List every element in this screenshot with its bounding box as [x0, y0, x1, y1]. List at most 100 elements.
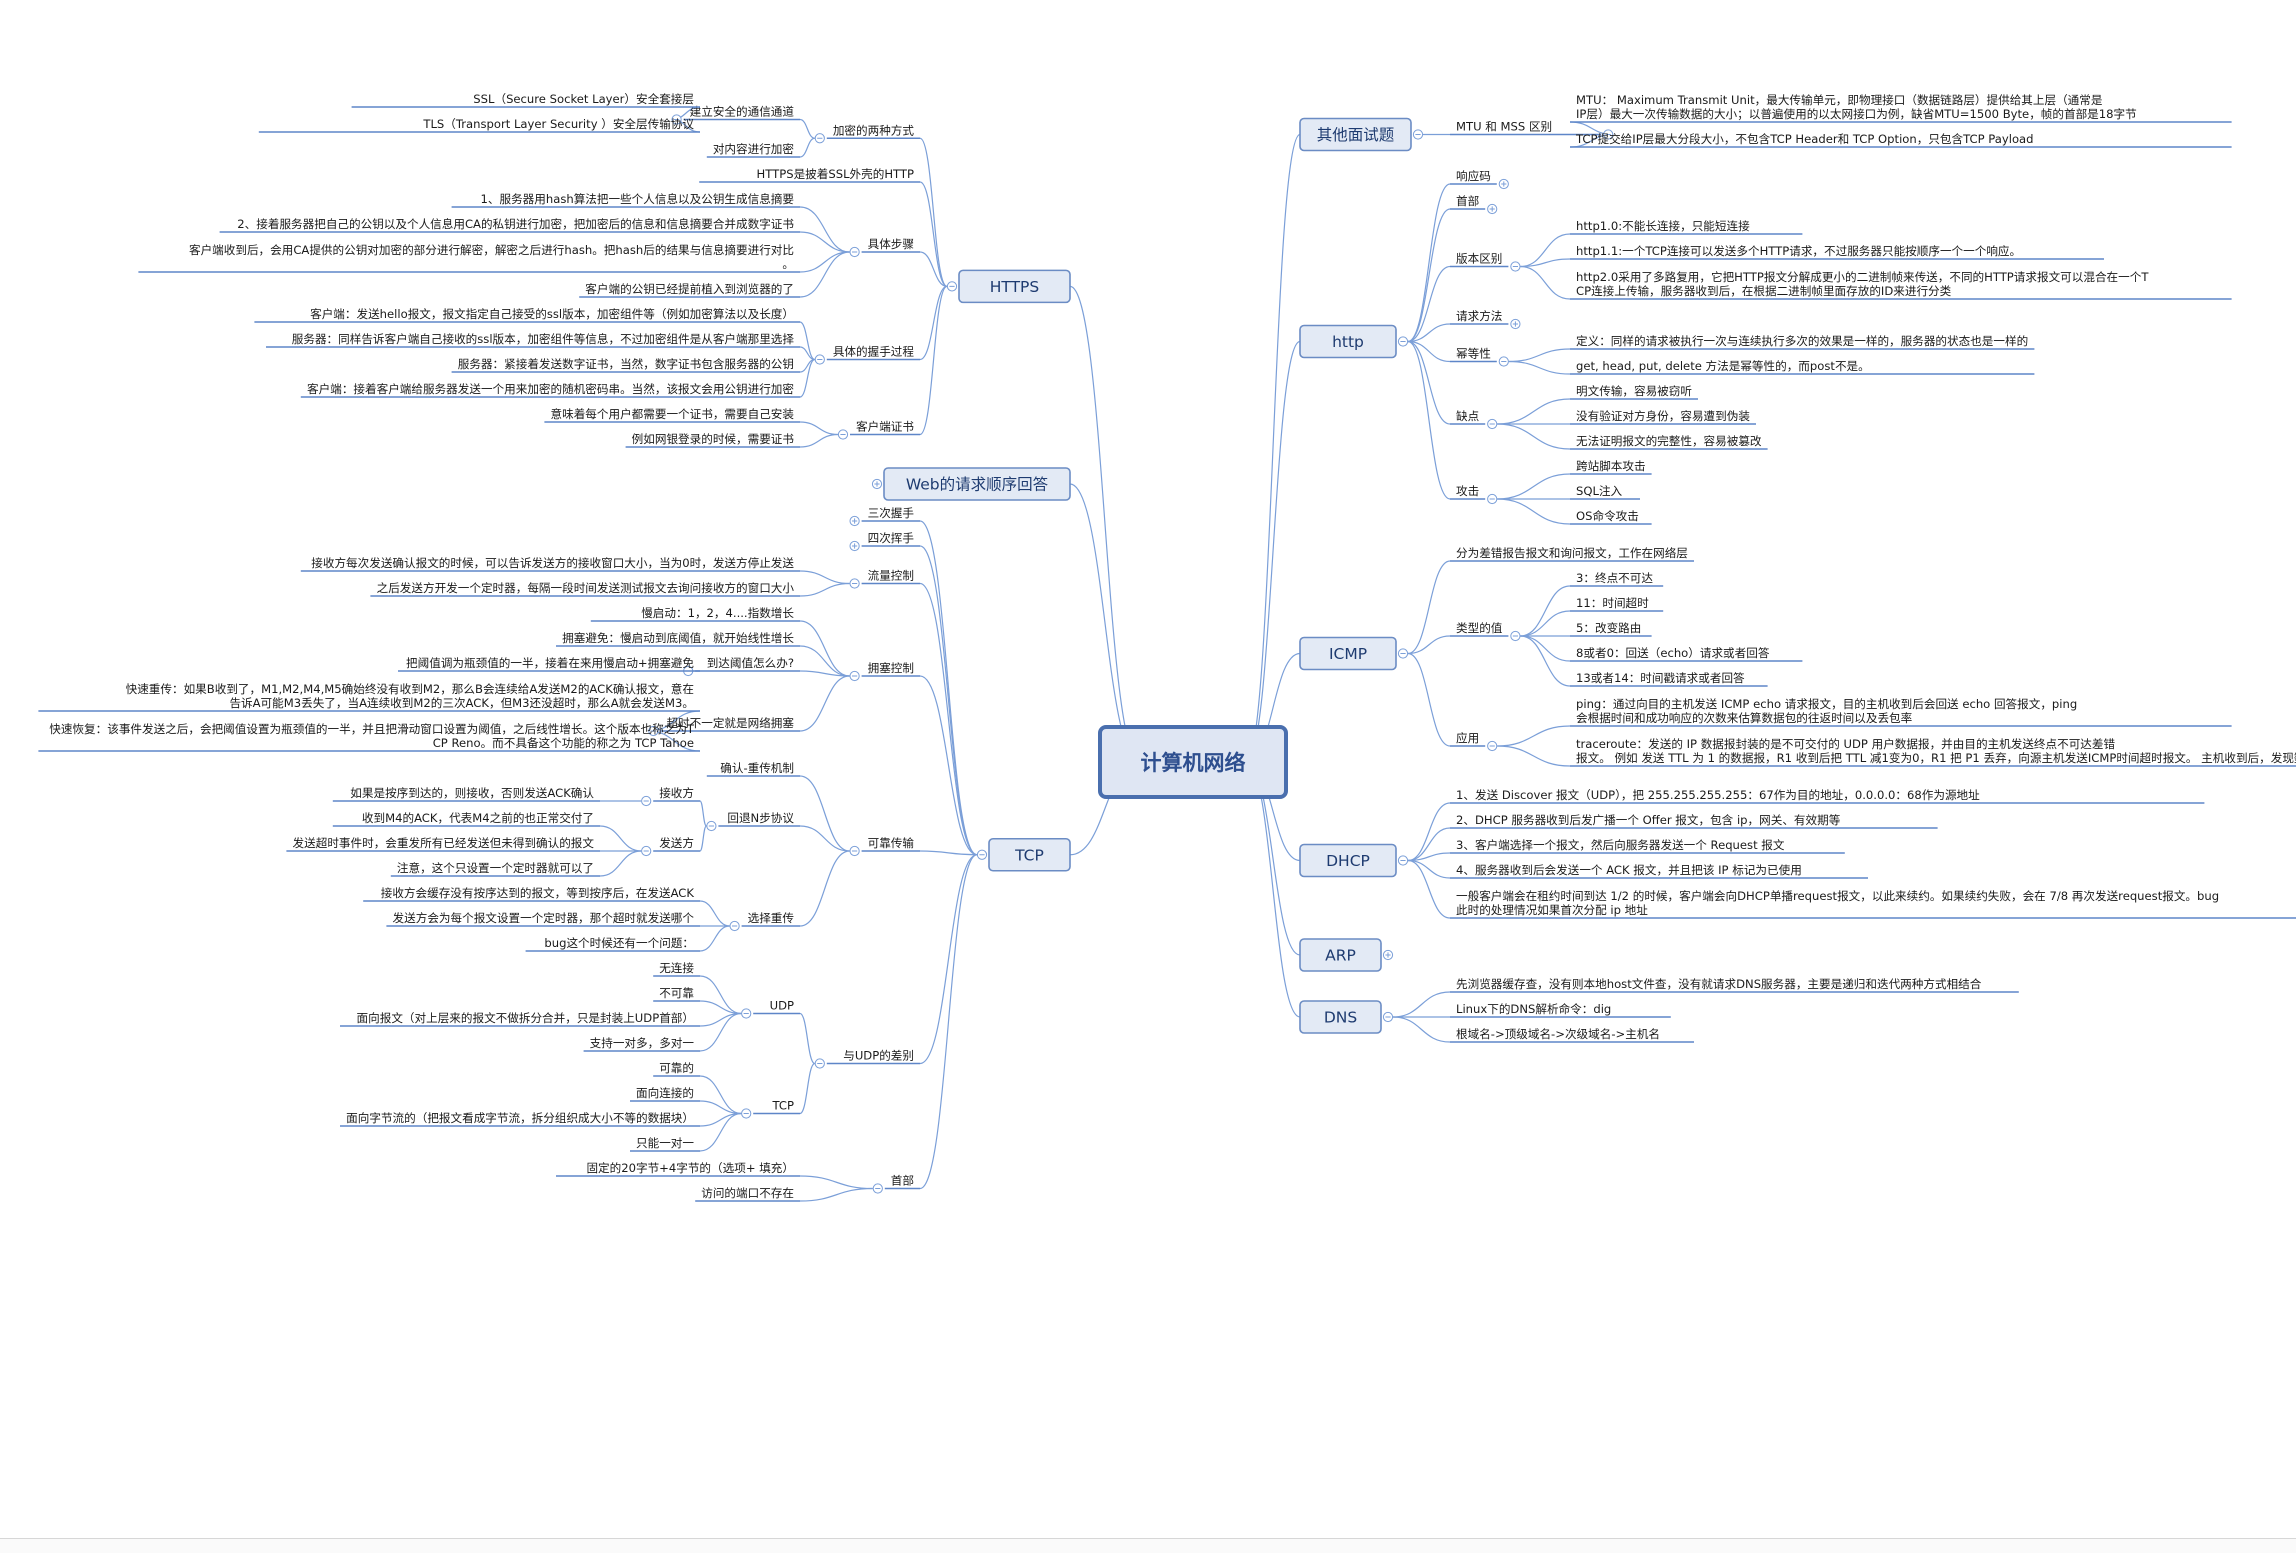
topic-label: 8或者0：回送（echo）请求或者回答 — [1576, 646, 1770, 660]
topic-label: 固定的20字节+4字节的（选项+ 填充） — [586, 1161, 794, 1175]
topic-label: 报文。 例如 发送 TTL 为 1 的数据报，R1 收到后把 TTL 减1变为0… — [1576, 751, 2296, 765]
branch-connector — [1407, 560, 1451, 655]
topic-label: 快速重传：如果B收到了，M1,M2,M4,M5确始终没有收到M2，那么B会连续给… — [126, 682, 694, 696]
topic-label: 收到M4的ACK，代表M4之前的也正常交付了 — [362, 811, 594, 825]
branch-connector — [799, 1187, 873, 1202]
topic-label: 可靠传输 — [868, 836, 915, 850]
topic-label: 具体的握手过程 — [833, 345, 915, 359]
topic-label: 幂等性 — [1456, 347, 1491, 361]
expand-toggle[interactable] — [1510, 318, 1521, 330]
branch-connector — [1520, 233, 1571, 268]
main-topic-box[interactable] — [1299, 117, 1412, 152]
main-topic-box[interactable] — [883, 467, 1071, 501]
collapse-toggle[interactable] — [641, 795, 652, 807]
collapse-toggle[interactable] — [872, 1183, 883, 1194]
branch-connector — [1245, 340, 1301, 763]
branch-connector — [799, 645, 850, 677]
expand-toggle[interactable] — [871, 478, 883, 490]
topic-label: 发送超时事件时，会重发所有已经发送但未得到确认的报文 — [293, 836, 595, 850]
expand-toggle[interactable] — [849, 540, 860, 552]
branch-connector — [699, 825, 707, 852]
collapse-toggle[interactable] — [849, 578, 860, 589]
branch-connector — [1407, 340, 1451, 425]
topic-label: 无法证明报文的完整性，容易被篡改 — [1576, 434, 1762, 448]
branch-connector — [919, 582, 978, 856]
collapse-toggle[interactable] — [814, 354, 825, 365]
collapse-toggle[interactable] — [976, 849, 988, 860]
topic-label: http1.0:不能长连接，只能短连接 — [1576, 219, 1750, 233]
main-topic-box[interactable] — [988, 837, 1071, 872]
expand-toggle[interactable] — [1487, 203, 1498, 215]
main-topic-box[interactable] — [1299, 938, 1382, 972]
collapse-toggle[interactable] — [648, 725, 659, 737]
collapse-toggle[interactable] — [1382, 1011, 1394, 1023]
collapse-toggle[interactable] — [1487, 493, 1498, 505]
branch-connector — [799, 1175, 873, 1190]
topic-label: 接收方每次发送确认报文的时候，可以告诉发送方的接收窗口大小，当为0时，发送方停止… — [311, 556, 794, 570]
collapse-toggle[interactable] — [814, 133, 825, 144]
collapse-toggle[interactable] — [849, 670, 860, 682]
branch-connector — [799, 421, 839, 436]
collapse-toggle[interactable] — [814, 1058, 825, 1069]
main-topic-box[interactable] — [1299, 636, 1397, 671]
topic-label: MTU 和 MSS 区别 — [1456, 120, 1552, 134]
branch-connector — [919, 854, 978, 1065]
collapse-toggle[interactable] — [849, 246, 860, 258]
collapse-toggle[interactable] — [849, 845, 860, 857]
collapse-toggle[interactable] — [1412, 129, 1424, 140]
collapse-toggle[interactable] — [1487, 418, 1498, 430]
topic-label: 客户端收到后，会用CA提供的公钥对加密的部分进行解密，解密之后进行hash。把h… — [189, 243, 794, 257]
connector-lines — [599, 106, 1614, 1202]
collapse-toggle[interactable] — [1397, 336, 1409, 347]
collapse-toggle[interactable] — [729, 920, 740, 932]
collapse-toggle[interactable] — [1498, 356, 1509, 367]
collapse-toggle[interactable] — [1487, 740, 1498, 752]
topic-label: TCP提交给IP层最大分段大小，不包含TCP Header和 TCP Optio… — [1575, 132, 2034, 146]
topic-label: 版本区别 — [1456, 252, 1502, 266]
expand-toggle[interactable] — [1382, 949, 1394, 961]
branch-connector — [1407, 265, 1451, 343]
topic-label: 应用 — [1456, 731, 1479, 745]
collapse-toggle[interactable] — [641, 845, 652, 857]
topic-label: SQL注入 — [1576, 484, 1623, 498]
topic-label: 确认-重传机制 — [720, 761, 794, 775]
topic-label: http1.1:一个TCP连接可以发送多个HTTP请求，不过服务器只能按顺序一个… — [1576, 244, 2021, 258]
collapse-toggle[interactable] — [1510, 630, 1521, 642]
branch-connector — [799, 1062, 816, 1115]
topic-label: 面向字节流的（把报文看成字节流，拆分组织成大小不等的数据块） — [346, 1111, 694, 1125]
branch-connector — [1520, 635, 1571, 687]
main-topic-box[interactable] — [1299, 324, 1397, 359]
topic-label: ping：通过向目的主机发送 ICMP echo 请求报文，目的主机收到后会回送… — [1576, 697, 2077, 711]
branch-connector — [1392, 991, 1451, 1018]
branch-connector — [799, 825, 850, 852]
branch-connector — [699, 1112, 742, 1152]
topic-label: 4、服务器收到后会发送一个 ACK 报文，并且把该 IP 标记为已使用 — [1456, 863, 1802, 877]
expand-toggle[interactable] — [1498, 178, 1509, 190]
collapse-toggle[interactable] — [1603, 129, 1614, 140]
collapse-toggle[interactable] — [706, 820, 717, 832]
branch-connector — [1407, 340, 1451, 500]
collapse-toggle[interactable] — [741, 1108, 752, 1119]
topic-label: 无连接 — [659, 961, 694, 975]
collapse-toggle[interactable] — [1510, 261, 1521, 272]
collapse-toggle[interactable] — [837, 429, 849, 440]
collapse-toggle[interactable] — [946, 281, 958, 292]
central-topic-box[interactable] — [1098, 725, 1288, 799]
collapse-toggle[interactable] — [741, 1008, 752, 1019]
collapse-toggle[interactable] — [1397, 855, 1409, 866]
main-topic-box[interactable] — [958, 269, 1071, 304]
topic-label: 首部 — [891, 1174, 914, 1188]
main-topic-box[interactable] — [1299, 843, 1397, 878]
collapse-toggle[interactable] — [671, 114, 682, 125]
topic-label: 例如网银登录的时候，需要证书 — [632, 432, 795, 446]
topic-label: 把阈值调为瓶颈值的一半，接着在来用慢启动+拥塞避免 — [406, 656, 694, 670]
branch-connector — [799, 850, 850, 927]
branch-connector — [599, 825, 642, 852]
topic-label: 13或者14：时间戳请求或者回答 — [1576, 671, 1745, 685]
expand-toggle[interactable] — [849, 515, 860, 527]
topic-label: Linux下的DNS解析命令：dig — [1456, 1002, 1611, 1016]
topic-label: 11：时间超时 — [1576, 596, 1649, 610]
collapse-toggle[interactable] — [1397, 648, 1409, 659]
main-topic-box[interactable] — [1299, 1000, 1382, 1034]
